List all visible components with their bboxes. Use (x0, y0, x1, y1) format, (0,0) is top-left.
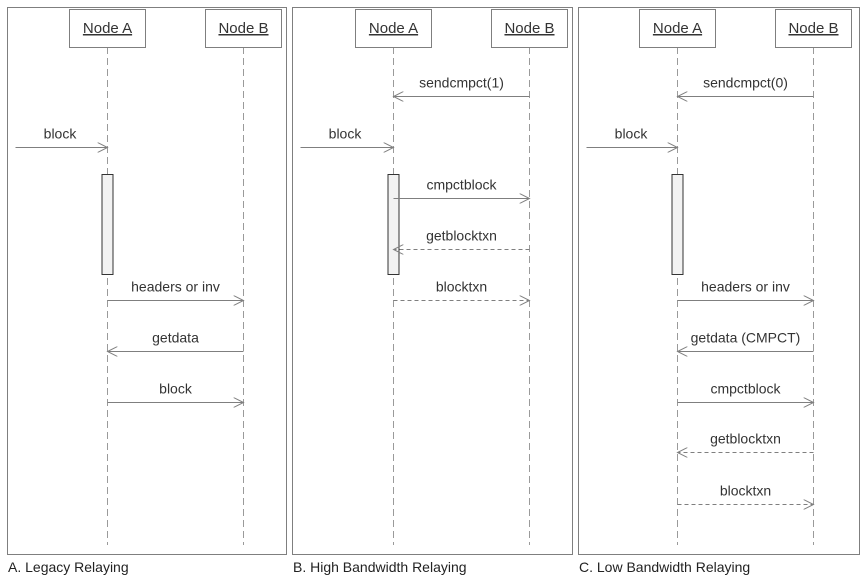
activation-bar (671, 174, 684, 275)
message-label: sendcmpct(1) (419, 75, 504, 91)
node-b-box (205, 9, 282, 48)
caption-high-bandwidth-relaying: B. High Bandwidth Relaying (293, 559, 467, 575)
message-label: headers or inv (131, 279, 220, 295)
node-a-label: Node A (83, 20, 132, 37)
message-label: getblocktxn (426, 228, 497, 244)
message-label: sendcmpct(0) (703, 75, 788, 91)
panel-frame-legacy (7, 7, 287, 555)
node-a-label: Node A (369, 20, 418, 37)
message-label: getdata (152, 330, 199, 346)
message-label: cmpctblock (710, 381, 781, 397)
node-b-box (491, 9, 568, 48)
node-a-box (69, 9, 146, 48)
activation-bar (101, 174, 114, 275)
caption-low-bandwidth-relaying: C. Low Bandwidth Relaying (579, 559, 751, 575)
node-b-label: Node B (788, 20, 838, 37)
node-a-label: Node A (653, 20, 702, 37)
message-label: getdata (CMPCT) (691, 330, 801, 346)
node-a-box (639, 9, 716, 48)
message-label: getblocktxn (710, 431, 781, 447)
message-label: block (159, 381, 193, 397)
message-label: block (44, 126, 78, 142)
message-label: block (615, 126, 649, 142)
panel-frame-high-bandwidth (292, 7, 573, 555)
message-label: block (329, 126, 363, 142)
message-label: blocktxn (720, 483, 771, 499)
message-label: blocktxn (436, 279, 487, 295)
panel-frame-low-bandwidth (578, 7, 860, 555)
node-b-box (775, 9, 852, 48)
message-label: cmpctblock (426, 177, 497, 193)
caption-legacy-relaying: A. Legacy Relaying (8, 559, 129, 575)
node-b-label: Node B (218, 20, 268, 37)
message-label: headers or inv (701, 279, 790, 295)
node-b-label: Node B (504, 20, 554, 37)
activation-bar (387, 174, 400, 275)
node-a-box (355, 9, 432, 48)
